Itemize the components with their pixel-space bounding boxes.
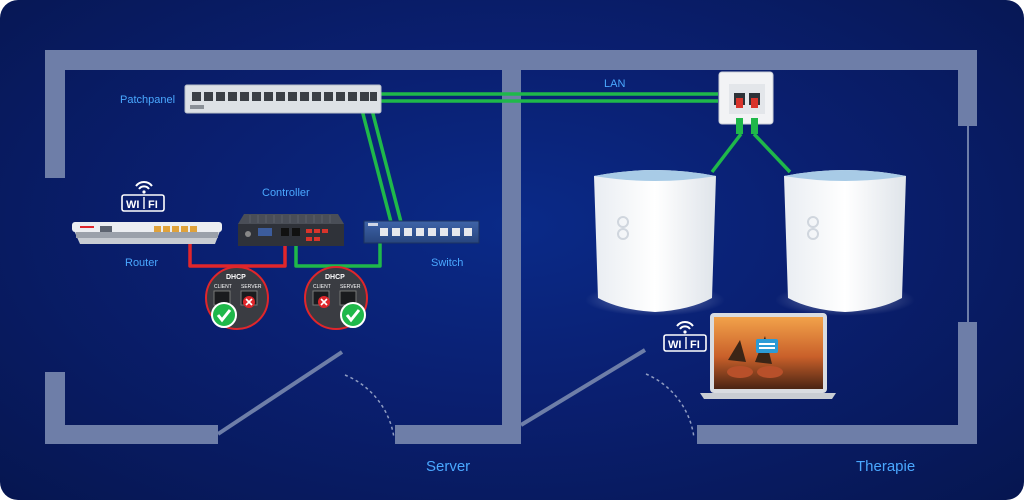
dhcp-1-title: DHCP	[226, 274, 246, 281]
cable-controller-switch	[294, 236, 382, 268]
wifi-badge-router: WI FI	[121, 181, 165, 212]
dhcp-2-client: CLIENT	[313, 284, 331, 290]
dhcp-1-server-error-icon	[243, 296, 255, 308]
cable-socket-ap-right	[752, 132, 792, 174]
wifi-router-fi: FI	[148, 199, 158, 211]
dhcp-2-server: SERVER	[340, 284, 361, 290]
dhcp-badge-controller: DHCP CLIENT SERVER	[304, 266, 368, 330]
floor-plan-walls	[45, 50, 977, 444]
laptop	[700, 313, 836, 399]
dhcp-2-title: DHCP	[325, 274, 345, 281]
network-switch	[363, 220, 480, 244]
dhcp-1-check-icon	[211, 302, 237, 328]
cable-patch-switch-2	[370, 109, 404, 227]
cable-router-controller	[188, 236, 287, 268]
lan-label: LAN	[604, 78, 625, 90]
access-point-left	[585, 170, 725, 316]
door-server	[216, 350, 395, 439]
ap-right-logo-icon	[807, 216, 819, 240]
router	[72, 222, 222, 244]
cables	[188, 92, 792, 268]
patchpanel-label: Patchpanel	[120, 94, 175, 106]
wall-socket	[718, 71, 774, 134]
patchpanel	[184, 84, 382, 114]
cable-socket-ap-left	[710, 132, 743, 174]
room-label-therapie: Therapie	[856, 458, 915, 475]
ap-left-logo-icon	[617, 216, 629, 240]
access-point-right	[775, 170, 915, 316]
controller-label: Controller	[262, 187, 310, 199]
controller	[238, 214, 344, 246]
room-label-server: Server	[426, 458, 470, 475]
cable-patch-switch-1	[360, 109, 394, 227]
patchpanel-ports	[192, 92, 377, 101]
door-therapie	[519, 348, 695, 439]
wifi-badge-therapie: WI FI	[663, 321, 707, 352]
switch-label: Switch	[431, 257, 463, 269]
dhcp-2-check-icon	[340, 302, 366, 328]
dhcp-badge-router: DHCP CLIENT SERVER	[205, 266, 269, 330]
dhcp-1-server: SERVER	[241, 284, 262, 290]
wifi-router-wi: WI	[126, 199, 139, 211]
router-label: Router	[125, 257, 158, 269]
dhcp-2-client-error-icon	[318, 296, 330, 308]
wifi-therapie-fi: FI	[690, 339, 700, 351]
wifi-therapie-wi: WI	[668, 339, 681, 351]
dhcp-1-client: CLIENT	[214, 284, 232, 290]
